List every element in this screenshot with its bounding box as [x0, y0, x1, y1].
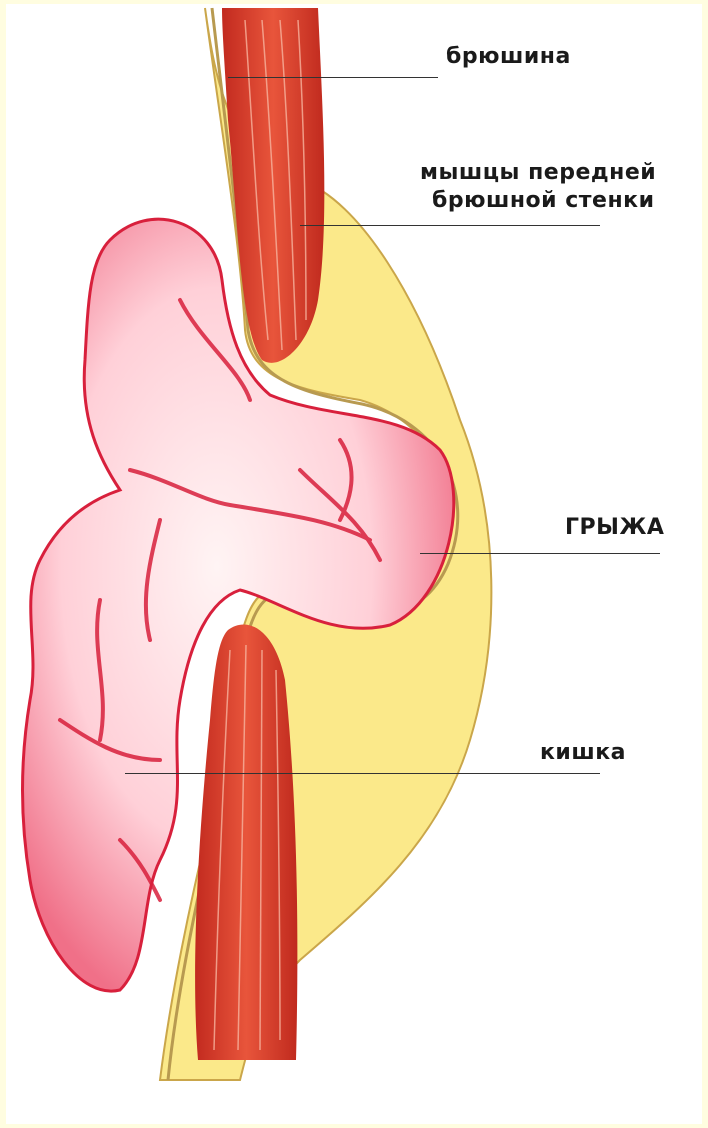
label-hernia: ГРЫЖА [565, 515, 664, 541]
leader-muscles [300, 225, 600, 226]
label-muscles-line1: мышцы передней [420, 160, 656, 186]
leader-intestine [125, 773, 600, 774]
label-muscles-line2: брюшной стенки [432, 188, 655, 214]
lower-muscle [195, 624, 297, 1060]
label-peritoneum: брюшина [446, 44, 571, 70]
label-intestine: кишка [540, 740, 626, 766]
leader-hernia [420, 553, 660, 554]
leader-peritoneum [228, 77, 438, 78]
